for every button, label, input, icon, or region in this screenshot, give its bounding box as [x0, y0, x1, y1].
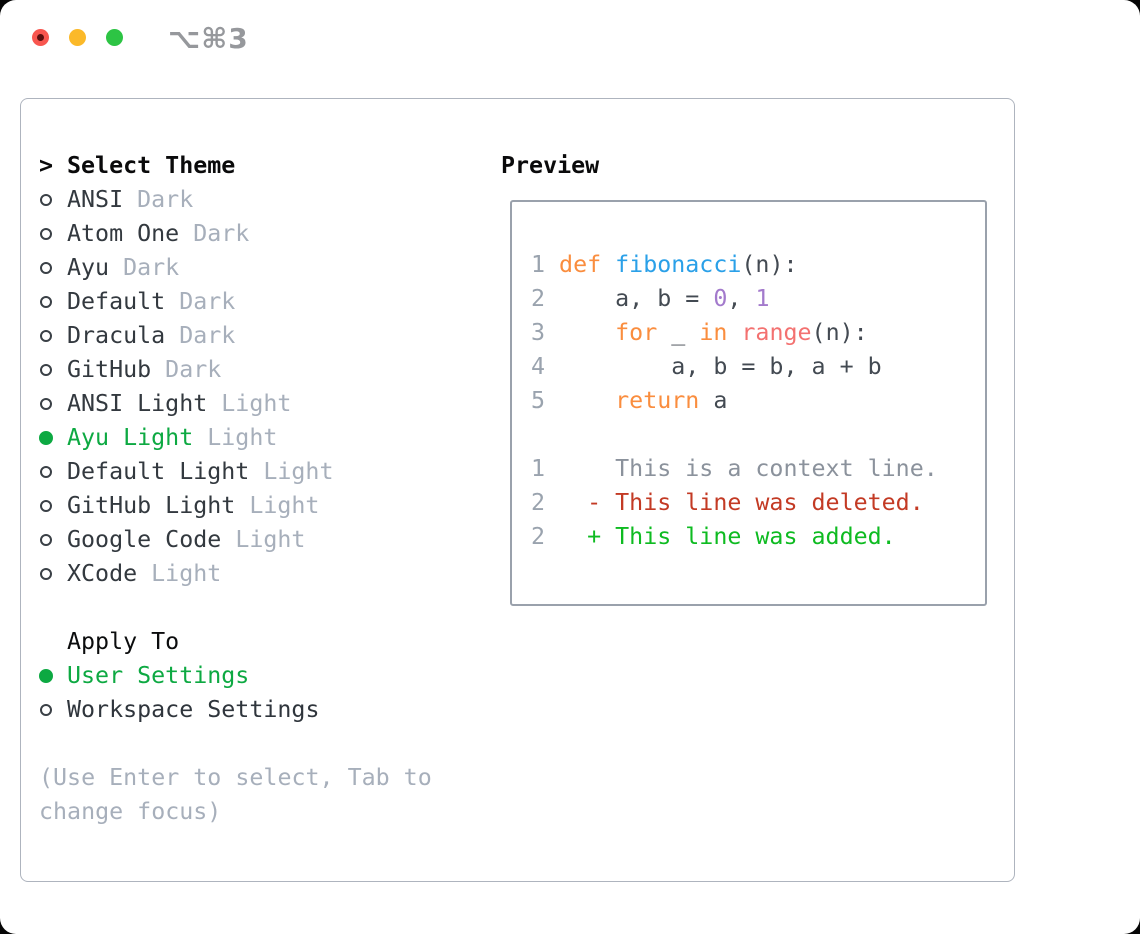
- code-line: 1 This is a context line.: [531, 452, 938, 486]
- prompt-chevron-icon: >: [39, 152, 54, 179]
- zoom-button[interactable]: [106, 29, 123, 46]
- radio-icon: [39, 251, 67, 285]
- theme-option-dracula-dark[interactable]: Dracula Dark: [39, 319, 334, 353]
- theme-variant-tag: Light: [263, 458, 334, 485]
- theme-option-default-dark[interactable]: Default Dark: [39, 285, 334, 319]
- radio-selected-icon: [39, 659, 67, 693]
- theme-option-default-light[interactable]: Default Light Light: [39, 455, 334, 489]
- apply-option-user-settings[interactable]: User Settings: [39, 659, 319, 693]
- code-line: 2 a, b = 0, 1: [531, 282, 938, 316]
- theme-option-ayu-light[interactable]: Ayu Light Light: [39, 421, 334, 455]
- code-line: [531, 418, 938, 452]
- radio-icon: [39, 217, 67, 251]
- theme-name: ANSI Light: [67, 390, 208, 417]
- hint-text: change focus): [39, 798, 222, 825]
- theme-name: Default Light: [67, 458, 250, 485]
- code-line: 2 + This line was added.: [531, 520, 938, 554]
- theme-option-ansi-dark[interactable]: ANSI Dark: [39, 183, 334, 217]
- radio-selected-icon: [39, 421, 67, 455]
- preview-title: Preview: [501, 152, 600, 179]
- line-number: 2: [531, 285, 546, 312]
- theme-variant-tag: Light: [151, 560, 222, 587]
- line-number: 1: [531, 455, 546, 482]
- theme-variant-tag: Dark: [165, 356, 222, 383]
- theme-option-xcode[interactable]: XCode Light: [39, 557, 334, 591]
- theme-name: XCode: [67, 560, 138, 587]
- theme-name: GitHub Light: [67, 492, 236, 519]
- radio-icon: [39, 319, 67, 353]
- theme-list-title: Select Theme: [67, 152, 236, 179]
- theme-option-google-code[interactable]: Google Code Light: [39, 523, 334, 557]
- radio-icon: [39, 285, 67, 319]
- line-number: 3: [531, 319, 546, 346]
- line-number: 4: [531, 353, 546, 380]
- apply-option-workspace-settings[interactable]: Workspace Settings: [39, 693, 319, 727]
- apply-to-header: Apply To: [39, 625, 319, 659]
- theme-name: ANSI: [67, 186, 124, 213]
- theme-variant-tag: Dark: [179, 288, 236, 315]
- line-number: 1: [531, 251, 546, 278]
- theme-name: Dracula: [67, 322, 166, 349]
- radio-icon: [39, 455, 67, 489]
- title-bar: ⌥⌘3: [0, 0, 1140, 74]
- hint-text: (Use Enter to select, Tab to: [39, 764, 432, 791]
- theme-variant-tag: Dark: [193, 220, 250, 247]
- theme-variant-tag: Light: [249, 492, 320, 519]
- record-dot-icon: [37, 34, 44, 41]
- theme-name: Default: [67, 288, 166, 315]
- theme-name: Google Code: [67, 526, 222, 553]
- keyboard-hint: (Use Enter to select, Tab to change focus…: [39, 761, 432, 829]
- code-line: 4 a, b = b, a + b: [531, 350, 938, 384]
- radio-icon: [39, 693, 67, 727]
- apply-option-label: Workspace Settings: [67, 696, 320, 723]
- theme-option-ansi-light[interactable]: ANSI Light Light: [39, 387, 334, 421]
- close-button[interactable]: [32, 29, 49, 46]
- theme-variant-tag: Light: [235, 526, 306, 553]
- window-title: ⌥⌘3: [168, 22, 249, 55]
- radio-icon: [39, 387, 67, 421]
- theme-name: Ayu Light: [67, 424, 194, 451]
- theme-variant-tag: Dark: [123, 254, 180, 281]
- radio-icon: [39, 523, 67, 557]
- radio-icon: [39, 183, 67, 217]
- theme-variant-tag: Dark: [137, 186, 194, 213]
- line-number: 5: [531, 387, 546, 414]
- theme-name: GitHub: [67, 356, 152, 383]
- radio-icon: [39, 353, 67, 387]
- radio-icon: [39, 489, 67, 523]
- theme-list-header: > Select Theme: [39, 149, 334, 183]
- apply-option-label: User Settings: [67, 662, 250, 689]
- line-number: 2: [531, 489, 546, 516]
- minimize-button[interactable]: [69, 29, 86, 46]
- theme-option-atom-one-dark[interactable]: Atom One Dark: [39, 217, 334, 251]
- radio-icon: [39, 557, 67, 591]
- apply-to-title: Apply To: [67, 628, 180, 655]
- code-line: 5 return a: [531, 384, 938, 418]
- theme-option-ayu-dark[interactable]: Ayu Dark: [39, 251, 334, 285]
- theme-name: Atom One: [67, 220, 180, 247]
- theme-variant-tag: Dark: [179, 322, 236, 349]
- theme-option-github-dark[interactable]: GitHub Dark: [39, 353, 334, 387]
- theme-variant-tag: Light: [221, 390, 292, 417]
- line-number: 2: [531, 523, 546, 550]
- code-line: 3 for _ in range(n):: [531, 316, 938, 350]
- theme-option-github-light[interactable]: GitHub Light Light: [39, 489, 334, 523]
- theme-name: Ayu: [67, 254, 110, 281]
- code-line: 2 - This line was deleted.: [531, 486, 938, 520]
- theme-variant-tag: Light: [207, 424, 278, 451]
